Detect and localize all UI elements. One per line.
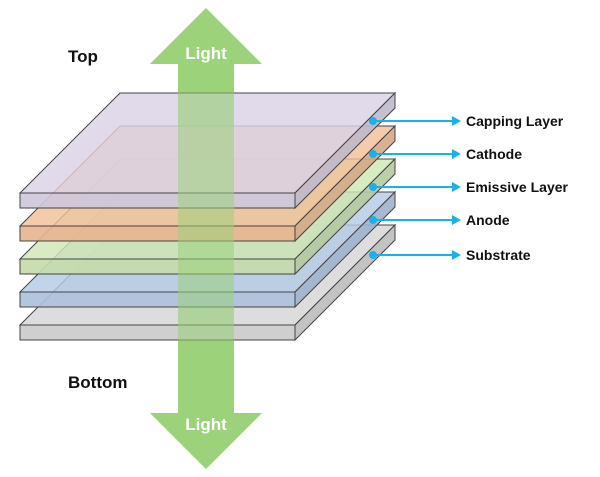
layer-label-emissive: Emissive Layer [466, 179, 569, 195]
light-bottom-label: Light [185, 415, 227, 434]
callout-anode: Anode [369, 212, 510, 228]
layer-cathode-front-face [19, 225, 296, 242]
bottom-label: Bottom [68, 373, 127, 392]
callout-arrowhead [452, 116, 461, 126]
callout-arrowhead [452, 215, 461, 225]
light-top-label: Light [185, 44, 227, 63]
light-arrow-front [150, 8, 262, 469]
layer-anode-front-face [19, 291, 296, 308]
layer-substrate-front-face [19, 324, 296, 341]
callout-arrowhead [452, 149, 461, 159]
layer-label-cathode: Cathode [466, 146, 522, 162]
layer-capping-front-face [19, 192, 296, 209]
callout-substrate: Substrate [369, 247, 531, 263]
callout-capping: Capping Layer [369, 113, 564, 129]
layer-emissive-front-face [19, 258, 296, 275]
callout-emissive: Emissive Layer [369, 179, 569, 195]
callout-arrowhead [452, 182, 461, 192]
top-label: Top [68, 47, 98, 66]
callout-arrowhead [452, 250, 461, 260]
layer-label-capping: Capping Layer [466, 113, 564, 129]
layer-label-substrate: Substrate [466, 247, 531, 263]
light-arrow-overlay [150, 8, 262, 469]
layer-label-anode: Anode [466, 212, 510, 228]
callout-cathode: Cathode [369, 146, 522, 162]
